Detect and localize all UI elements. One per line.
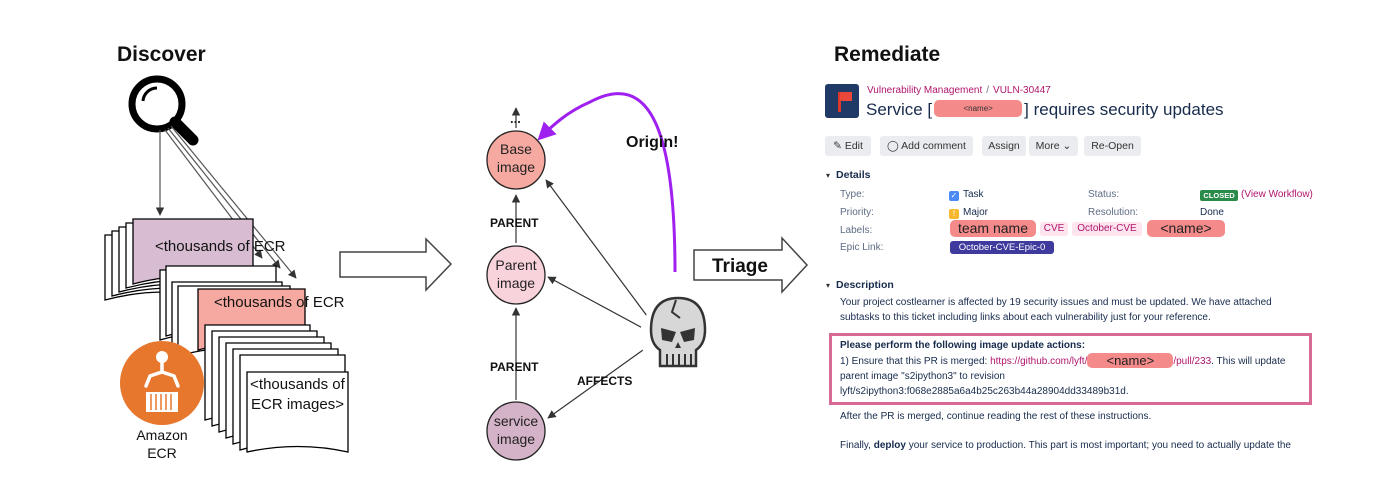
node-base-label: Base image bbox=[496, 141, 536, 175]
update-actions-line-2: parent image "s2ipython3" to revision bbox=[840, 371, 1005, 382]
labels-label: Labels: bbox=[840, 225, 873, 236]
label-cve[interactable]: CVE bbox=[1040, 222, 1068, 236]
breadcrumb-separator: / bbox=[986, 85, 990, 96]
remediate-heading: Remediate bbox=[834, 43, 941, 66]
update-actions-title: Please perform the following image updat… bbox=[840, 340, 1086, 351]
update-actions-panel bbox=[829, 333, 1312, 405]
graph-ellipsis: ... bbox=[510, 111, 521, 126]
epic-link-value[interactable]: October-CVE-Epic-0 bbox=[950, 241, 1054, 254]
node-parent-image bbox=[486, 245, 546, 305]
chevron-down-icon: ▾ bbox=[826, 171, 831, 180]
major-priority-icon: ! bbox=[949, 209, 959, 219]
description-intro: Your project costlearner is affected by … bbox=[840, 295, 1272, 325]
flow-arrow-triage bbox=[693, 236, 809, 294]
details-heading: Details bbox=[836, 169, 871, 181]
pr-link-redacted: <name> bbox=[1087, 353, 1174, 368]
triage-label: Triage bbox=[712, 256, 768, 277]
view-workflow-link[interactable]: (View Workflow) bbox=[1241, 189, 1313, 200]
resolution-label: Resolution: bbox=[1088, 207, 1139, 218]
pr-link-start: https://github.com/lyft/ bbox=[990, 356, 1088, 367]
reopen-button[interactable]: Re-Open bbox=[1084, 136, 1141, 156]
origin-arrow bbox=[537, 92, 677, 273]
label-team-name[interactable]: team name bbox=[950, 220, 1036, 237]
pr-link[interactable]: https://github.com/lyft/<name>/pull/233 bbox=[990, 353, 1212, 368]
flow-arrow-discover bbox=[339, 237, 453, 292]
type-label: Type: bbox=[840, 189, 865, 200]
origin-label: Origin! bbox=[626, 134, 678, 151]
update-actions-line-3: lyft/s2ipython3:f068e2885a6a4b25c263b44a… bbox=[840, 386, 1129, 397]
breadcrumb: Vulnerability Management/VULN-30447 bbox=[867, 85, 1051, 96]
after-merge-text: After the PR is merged, continue reading… bbox=[840, 411, 1152, 422]
description-heading: Description bbox=[836, 279, 894, 291]
project-flag-icon bbox=[825, 84, 859, 118]
pr-link-end: /pull/233 bbox=[1173, 356, 1212, 367]
node-base-image bbox=[486, 130, 546, 190]
pencil-icon: ✎ bbox=[833, 140, 842, 152]
label-october-cve[interactable]: October-CVE bbox=[1072, 222, 1142, 236]
update-actions-line-1: 1) Ensure that this PR is merged: https:… bbox=[840, 353, 1285, 369]
more-button[interactable]: More ⌄ bbox=[1029, 136, 1078, 156]
chevron-down-icon: ⌄ bbox=[1062, 140, 1072, 152]
priority-value-text: Major bbox=[963, 207, 989, 218]
type-value: ✓ Task bbox=[949, 189, 984, 201]
issue-title-redacted: <name> bbox=[934, 100, 1023, 118]
issue-title: Service [<name>] requires security updat… bbox=[866, 100, 1224, 120]
status-badge: CLOSED bbox=[1200, 190, 1238, 201]
comment-icon: ◯ bbox=[887, 140, 899, 152]
issue-title-prefix: Service [ bbox=[866, 100, 933, 119]
ecr-stack-1-label: <thousands of ECR bbox=[155, 238, 286, 255]
edit-button[interactable]: ✎ Edit bbox=[825, 136, 871, 156]
skull-icon bbox=[640, 296, 716, 374]
final-bold: deploy bbox=[873, 440, 906, 451]
magnifier-icon bbox=[128, 75, 199, 146]
status-label: Status: bbox=[1088, 189, 1120, 200]
more-label: More bbox=[1035, 140, 1060, 152]
graph-edges bbox=[511, 107, 651, 419]
ecr-stack-3 bbox=[204, 324, 349, 453]
details-section-toggle[interactable]: ▾ Details bbox=[826, 169, 870, 181]
edge-label-parent-bottom: PARENT bbox=[490, 360, 539, 374]
description-section-toggle[interactable]: ▾ Description bbox=[826, 279, 894, 291]
issue-title-suffix: ] requires security updates bbox=[1024, 100, 1224, 119]
node-parent-label: Parent image bbox=[495, 257, 537, 291]
discover-heading: Discover bbox=[117, 43, 206, 66]
update-actions-prefix: 1) Ensure that this PR is merged: bbox=[840, 356, 991, 367]
edit-label: Edit bbox=[844, 140, 863, 152]
add-comment-label: Add comment bbox=[901, 140, 966, 152]
final-prefix: Finally, bbox=[840, 440, 874, 451]
diagram-canvas: <thousands of ECR <thousands of ECR <tho… bbox=[104, 75, 809, 461]
edge-label-affects: AFFECTS bbox=[577, 374, 632, 388]
priority-label: Priority: bbox=[840, 207, 874, 218]
final-suffix: your service to production. This part is… bbox=[905, 440, 1291, 451]
description-line-1: Your project costlearner is affected by … bbox=[840, 297, 1272, 308]
epic-link-label: Epic Link: bbox=[840, 242, 884, 253]
type-value-text: Task bbox=[963, 189, 984, 200]
chevron-down-icon: ▾ bbox=[826, 281, 831, 290]
label-redacted-name[interactable]: <name> bbox=[1147, 220, 1225, 237]
resolution-value: Done bbox=[1200, 207, 1224, 218]
update-actions-suffix: . This will update bbox=[1211, 356, 1286, 367]
breadcrumb-project[interactable]: Vulnerability Management bbox=[867, 85, 983, 96]
edge-label-parent-top: PARENT bbox=[490, 216, 539, 230]
description-line-2: subtasks to this ticket including links … bbox=[840, 312, 1211, 323]
final-instructions-text: Finally, deploy your service to producti… bbox=[840, 438, 1291, 453]
amazon-ecr-label: Amazon ECR bbox=[136, 427, 188, 461]
amazon-ecr-icon bbox=[120, 341, 204, 425]
task-icon: ✓ bbox=[949, 191, 959, 201]
node-service-image bbox=[486, 401, 546, 461]
node-service-label: service image bbox=[493, 413, 539, 447]
breadcrumb-issue[interactable]: VULN-30447 bbox=[993, 85, 1051, 96]
discover-arrows bbox=[155, 125, 297, 279]
ecr-stack-2-label: <thousands of ECR bbox=[214, 294, 345, 311]
jira-ticket: Vulnerability Management/VULN-30447 Serv… bbox=[820, 78, 1380, 488]
assign-button[interactable]: Assign bbox=[982, 136, 1026, 156]
priority-value: ! Major bbox=[949, 207, 988, 219]
ecr-stack-3-label: <thousands of ECR images> bbox=[250, 376, 345, 413]
add-comment-button[interactable]: ◯ Add comment bbox=[880, 136, 973, 156]
update-actions-text: Please perform the following image updat… bbox=[840, 338, 1285, 399]
